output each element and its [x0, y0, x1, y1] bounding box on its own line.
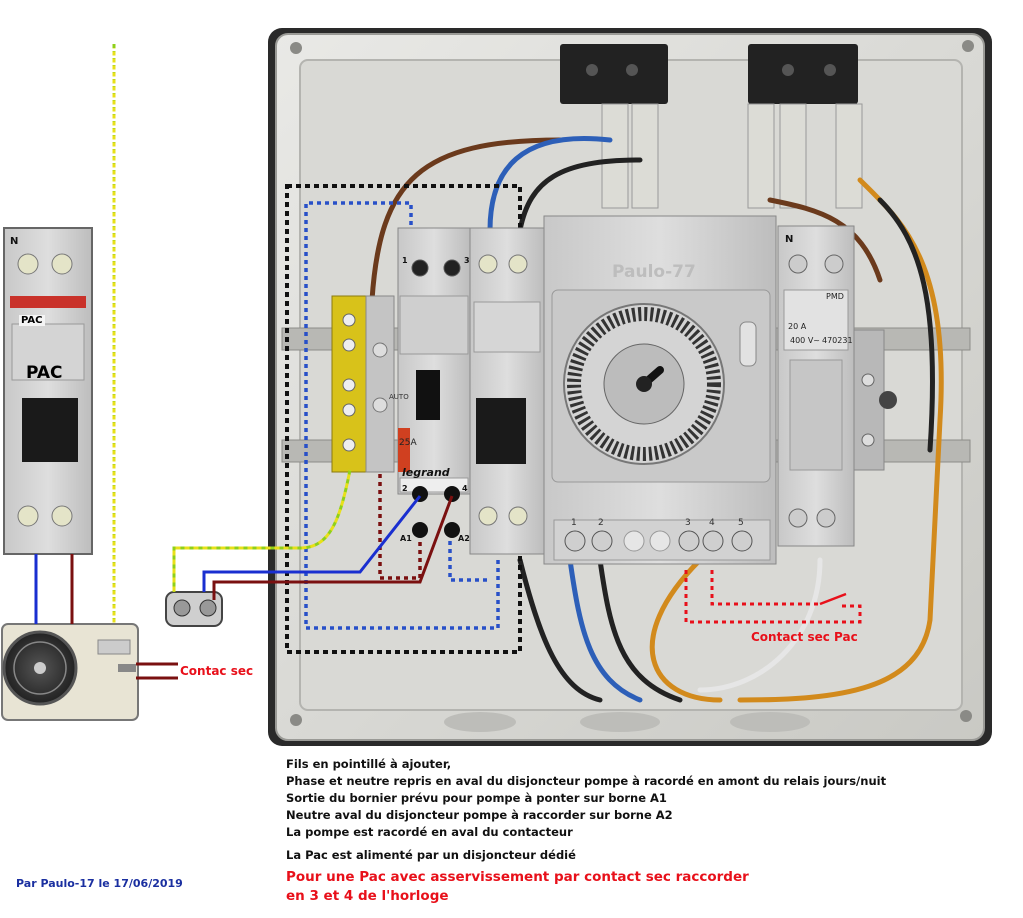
relay-contactor: [397, 227, 471, 538]
earth-wire-to-plug-y: [172, 469, 352, 592]
pmd-ref-label: 470231: [822, 336, 853, 345]
pmd-module: [777, 225, 897, 547]
note-line: La Pac est alimenté par un disjoncteur d…: [286, 848, 576, 862]
pmd-n-label: N: [785, 234, 794, 245]
earth-wire-to-plug: [172, 469, 352, 592]
note-line: La pompe est racordé en aval du contacte…: [286, 825, 573, 839]
pac-breaker-label: PAC: [19, 315, 45, 326]
dashed-blue-wire: [304, 201, 500, 630]
dry-contact-switch: [819, 592, 847, 606]
phase-wire-to-plug: [212, 495, 454, 600]
note-line: Sortie du bornier prévu pour pompe à pon…: [286, 791, 667, 805]
dashed-black-frame: [285, 184, 522, 654]
note-line: Fils en pointillé à ajouter,: [286, 757, 452, 771]
pump-breaker: [469, 227, 545, 555]
clock-terminal-4: 4: [709, 518, 715, 528]
relay-terminal-2: 2: [402, 484, 408, 493]
pac-breaker: N: [3, 227, 93, 555]
note-line: Phase et neutre repris en aval du disjon…: [286, 774, 887, 788]
pump-plug-connector: [165, 591, 223, 627]
relay-terminal-1: 1: [402, 256, 408, 265]
pac-breaker-n: N: [10, 236, 18, 247]
clock-terminal-2: 2: [598, 518, 604, 528]
internal-wires: [369, 136, 944, 703]
relay-brand-label: legrand: [402, 466, 450, 479]
relay-terminal-a1: A1: [400, 534, 412, 543]
timer-clock: [543, 215, 777, 565]
clock-terminal-3: 3: [685, 518, 691, 528]
yellow-terminal-block: [331, 295, 395, 473]
contac-sec-label: Contac sec: [180, 664, 254, 678]
pmd-name-label: PMD: [826, 292, 844, 301]
relay-rating-label: 25A: [399, 438, 417, 448]
author-credit: Par Paulo-17 le 17/06/2019: [16, 877, 183, 890]
contact-sec-pac-label: Contact sec Pac: [751, 630, 858, 644]
clock-brand-watermark: Paulo-77: [612, 262, 696, 282]
note-red-line: en 3 et 4 de l'horloge: [286, 888, 449, 904]
notes-block: Fils en pointillé à ajouter, Phase et ne…: [286, 756, 886, 906]
clock-terminal-5: 5: [738, 518, 744, 528]
pmd-voltage-label: 400 V~: [790, 336, 820, 345]
neutral-wire-to-plug: [202, 495, 422, 592]
dashed-blue-wire-2: [448, 525, 490, 582]
heat-pump-unit: [1, 623, 139, 721]
relay-terminal-4: 4: [462, 484, 468, 493]
top-terminal-blocks: [560, 44, 863, 209]
pac-label: PAC: [26, 363, 63, 383]
relay-auto-label: AUTO: [389, 393, 409, 401]
relay-terminal-a2: A2: [458, 534, 470, 543]
dry-contact-dashed-red: [684, 570, 862, 624]
note-red-line: Pour une Pac avec asservissement par con…: [286, 869, 749, 885]
dry-contact-dashed-red-2: [710, 570, 820, 606]
clock-terminal-1: 1: [571, 518, 577, 528]
pmd-rating-label: 20 A: [788, 322, 807, 331]
note-line: Neutre aval du disjoncteur pompe à racco…: [286, 808, 673, 822]
relay-terminal-3: 3: [464, 256, 470, 265]
